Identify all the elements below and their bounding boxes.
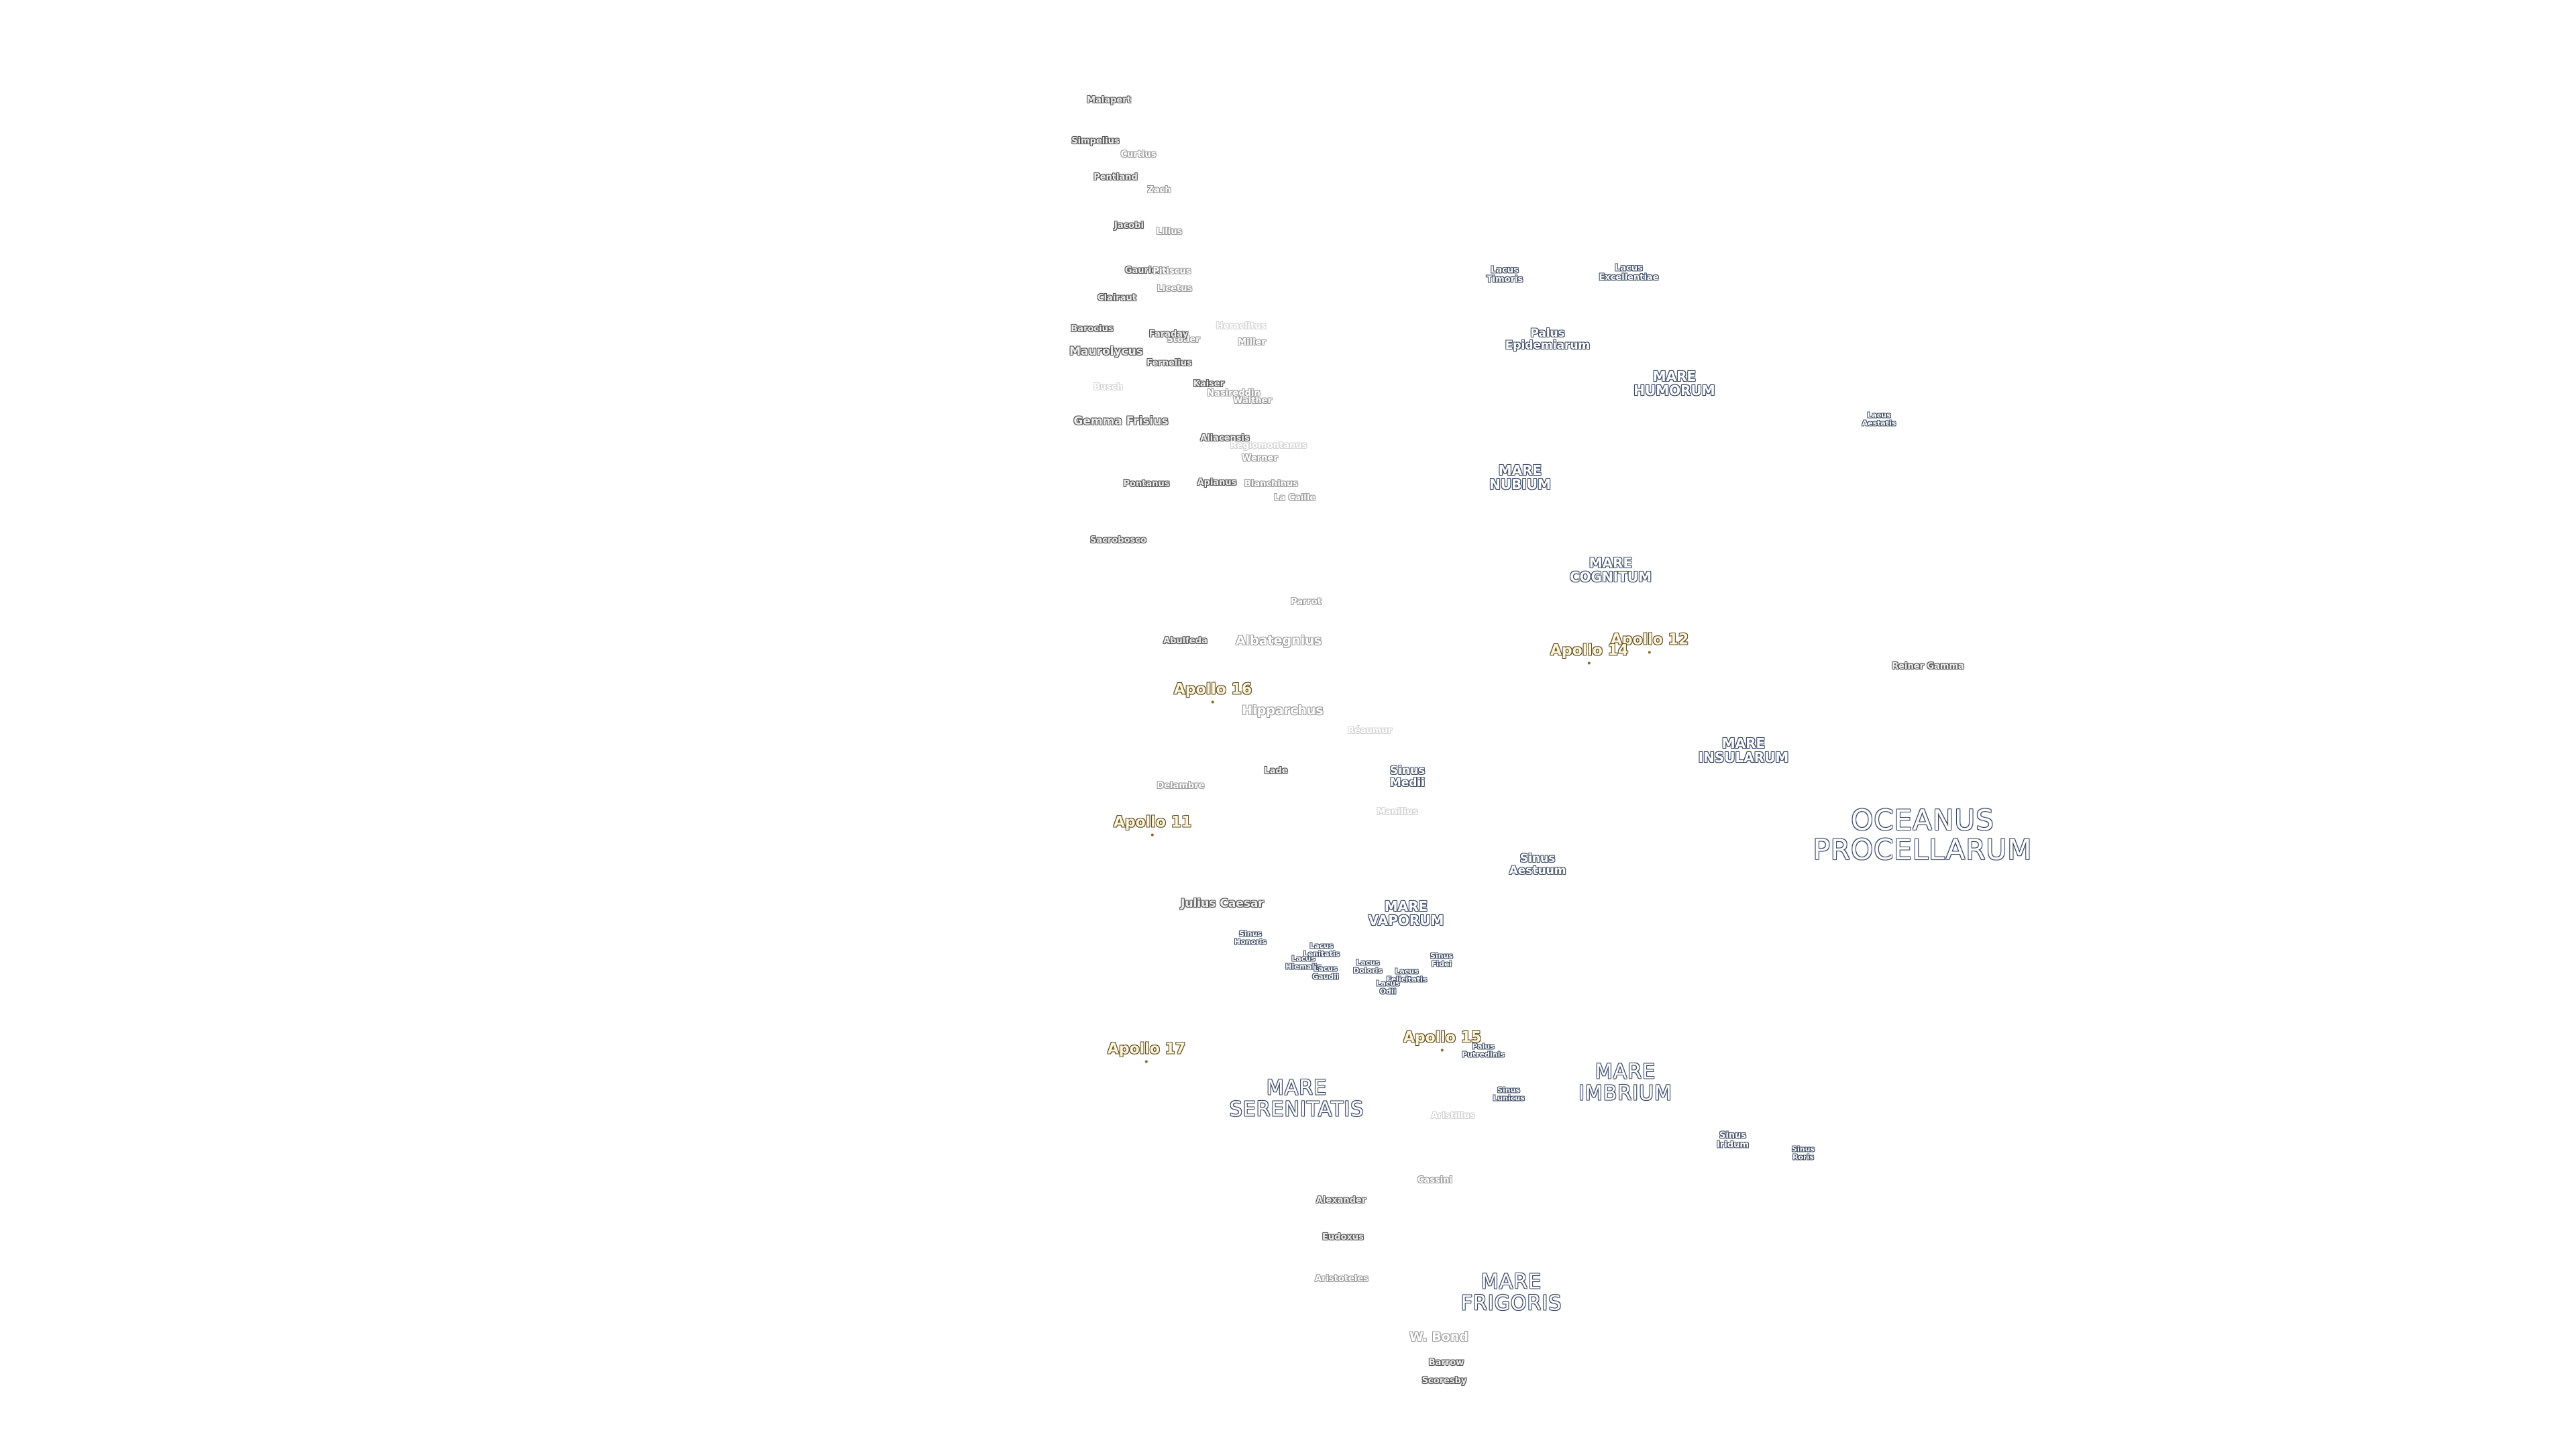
label-crater-heraclitus: Heraclitus [1216,321,1267,332]
label-lacus-odii: Lacus Odii [1376,979,1400,996]
label-crater-nasireddin: Nasireddin [1207,388,1260,399]
label-crater-reaumur: Réaumur [1347,726,1393,737]
label-crater-werner: Werner [1242,453,1278,464]
label-sinus-lunicus: Sinus Lunicus [1493,1085,1525,1102]
label-mare-vaporum: MARE VAPORUM [1368,898,1444,928]
label-crater-manilius: Manilius [1377,807,1418,818]
label-crater-maurolycus: Maurolycus [1069,345,1143,359]
label-mare-frigoris: MARE FRIGORIS [1460,1270,1562,1315]
label-crater-la-caille: La Caille [1273,493,1316,504]
label-crater-jacobi: Jacobi [1114,221,1144,231]
label-lacus-gaudii: Lacus Gaudii [1312,964,1339,981]
apollo-12-site[interactable]: Apollo 12 [1610,631,1689,654]
label-sinus-fidei: Sinus Fidei [1430,951,1453,968]
label-mare-imbrium: MARE IMBRIUM [1578,1060,1672,1105]
label-crater-kaiser: Kaiser [1193,379,1225,390]
label-mare-humorum: MARE HUMORUM [1633,368,1715,398]
label-crater-alexander: Alexander [1316,1195,1366,1206]
label-mare-nubium: MARE NUBIUM [1489,462,1551,492]
label-crater-licetus: Licetus [1157,284,1193,294]
apollo-17-site[interactable]: Apollo 17 [1107,1040,1186,1063]
label-crater-blanchinus: Blanchinus [1244,479,1299,490]
label-crater-scoresby: Scoresby [1421,1376,1467,1387]
label-lacus-lenitatis: Lacus Lenitatis [1303,941,1340,958]
label-crater-aristillus: Aristillus [1431,1111,1475,1122]
apollo-14-site[interactable]: Apollo 14 [1550,642,1629,665]
label-crater-lilius: Lilius [1156,227,1183,237]
label-oceanus-procellarum: OCEANUS PROCELLARUM [1813,803,2033,866]
label-crater-stofler: Stöfler [1167,335,1200,345]
label-lacus-timoris: Lacus Timoris [1486,265,1523,284]
label-crater-albategnius: Albategnius [1235,633,1322,649]
label-palus-epidemiarum: Palus Epidemiarum [1505,327,1591,352]
label-crater-miller: Miller [1238,337,1266,348]
label-lacus-excellentiae: Lacus Excellentiae [1599,263,1659,282]
label-mare-serenitatis: MARE SERENITATIS [1229,1076,1364,1121]
label-sinus-medii: Sinus Medii [1389,764,1426,790]
label-lacus-doloris: Lacus Doloris [1353,958,1383,975]
label-crater-w-bond: W. Bond [1409,1330,1468,1345]
apollo-16-site[interactable]: Apollo 16 [1173,681,1252,704]
label-crater-eudoxus: Eudoxus [1322,1232,1364,1243]
label-crater-regiomontanus: Regiomontanus [1230,441,1307,451]
label-crater-clairaut: Clairaut [1097,293,1136,304]
label-crater-pitiscus: Pitiscus [1152,266,1191,277]
label-crater-zach: Zach [1147,185,1171,196]
label-crater-barrow: Barrow [1428,1358,1464,1368]
label-crater-aliacensis: Aliacensis [1200,433,1250,444]
label-sinus-iridum: Sinus Iridum [1717,1130,1749,1150]
label-crater-sacrobosco: Sacrobosco [1090,535,1146,546]
label-lacus-hiemalis: Lacus Hiemalis [1285,954,1322,971]
label-crater-curtius: Curtius [1120,150,1157,160]
label-mare-insularum: MARE INSULARUM [1698,735,1789,765]
label-palus-putredinis: Palus Putredinis [1462,1042,1505,1059]
label-crater-pontanus: Pontanus [1123,479,1170,490]
label-lacus-felicitatis: Lacus Felicitatis [1386,967,1428,983]
apollo-15-site[interactable]: Apollo 15 [1403,1029,1482,1052]
label-crater-gemma-frisius: Gemma Frisius [1073,415,1169,429]
label-crater-barocius: Barocius [1071,324,1114,335]
label-sinus-honoris: Sinus Honoris [1234,929,1267,946]
label-crater-lade: Lade [1264,766,1288,777]
label-crater-walther: Walther [1233,396,1272,407]
label-crater-simpelius: Simpelius [1071,136,1120,147]
label-mare-cognitum: MARE COGNITUM [1569,555,1652,585]
label-sinus-aestuum: Sinus Aestuum [1509,852,1566,877]
label-crater-pentland: Pentland [1093,172,1138,183]
label-crater-apianus: Apianus [1197,478,1237,488]
label-crater-faraday: Faraday [1148,329,1189,340]
label-crater-malapert: Malapert [1087,95,1131,106]
label-crater-abulfeda: Abulfeda [1163,636,1208,647]
label-lacus-aestatis: Lacus Aestatis [1862,411,1896,427]
label-crater-busch: Busch [1093,382,1123,393]
label-crater-julius-caesar: Julius Caesar [1181,897,1264,911]
label-crater-delambre: Delambre [1157,781,1205,792]
label-crater-fernelius: Fernelius [1146,358,1192,369]
label-crater-cassini: Cassini [1417,1175,1452,1186]
apollo-11-site[interactable]: Apollo 11 [1113,814,1192,837]
label-crater-reiner-gamma: Reiner Gamma [1892,661,1964,672]
label-sinus-roris: Sinus Roris [1792,1144,1815,1161]
label-crater-aristoteles: Aristoteles [1315,1274,1368,1285]
label-crater-hipparchus: Hipparchus [1242,703,1324,718]
label-crater-gauricus: Gauricus [1124,266,1169,276]
label-crater-parrot: Parrot [1291,597,1322,608]
